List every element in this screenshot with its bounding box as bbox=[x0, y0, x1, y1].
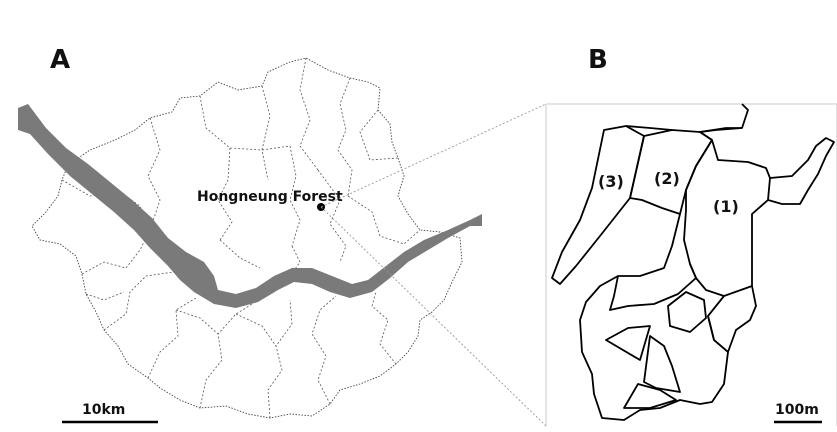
scale-label-a: 10km bbox=[82, 402, 125, 418]
han-river bbox=[18, 104, 482, 308]
stand-lower-left bbox=[579, 213, 729, 421]
stand-3-label: (3) bbox=[598, 172, 624, 191]
panel-b: B (1) (2) (3) bbox=[545, 45, 837, 426]
stand-3-boundary bbox=[551, 125, 645, 285]
city-boundary bbox=[31, 57, 463, 419]
stand-lower-triangle-2 bbox=[643, 335, 681, 393]
stand-1-boundary bbox=[683, 103, 771, 297]
panel-a-label: A bbox=[50, 45, 70, 75]
district-boundaries bbox=[61, 57, 421, 419]
stand-lower-triangle-1 bbox=[605, 325, 651, 361]
panel-a: A bbox=[18, 45, 482, 424]
zoom-leader-lines bbox=[320, 103, 547, 427]
forest-stands-map bbox=[551, 103, 835, 421]
hongneung-forest-label: Hongneung Forest bbox=[197, 189, 343, 205]
stand-2-label: (2) bbox=[654, 169, 680, 188]
stand-1-label: (1) bbox=[713, 197, 739, 216]
stand-lower-mid bbox=[609, 263, 697, 311]
stand-lower-right bbox=[707, 285, 757, 353]
panel-b-label: B bbox=[588, 45, 608, 75]
stand-right-edge bbox=[767, 137, 835, 205]
stand-inner-block bbox=[667, 291, 707, 333]
stand-lower-triangle-3 bbox=[623, 383, 677, 409]
stand-top-edge bbox=[625, 125, 742, 133]
scale-label-b: 100m bbox=[775, 402, 819, 418]
